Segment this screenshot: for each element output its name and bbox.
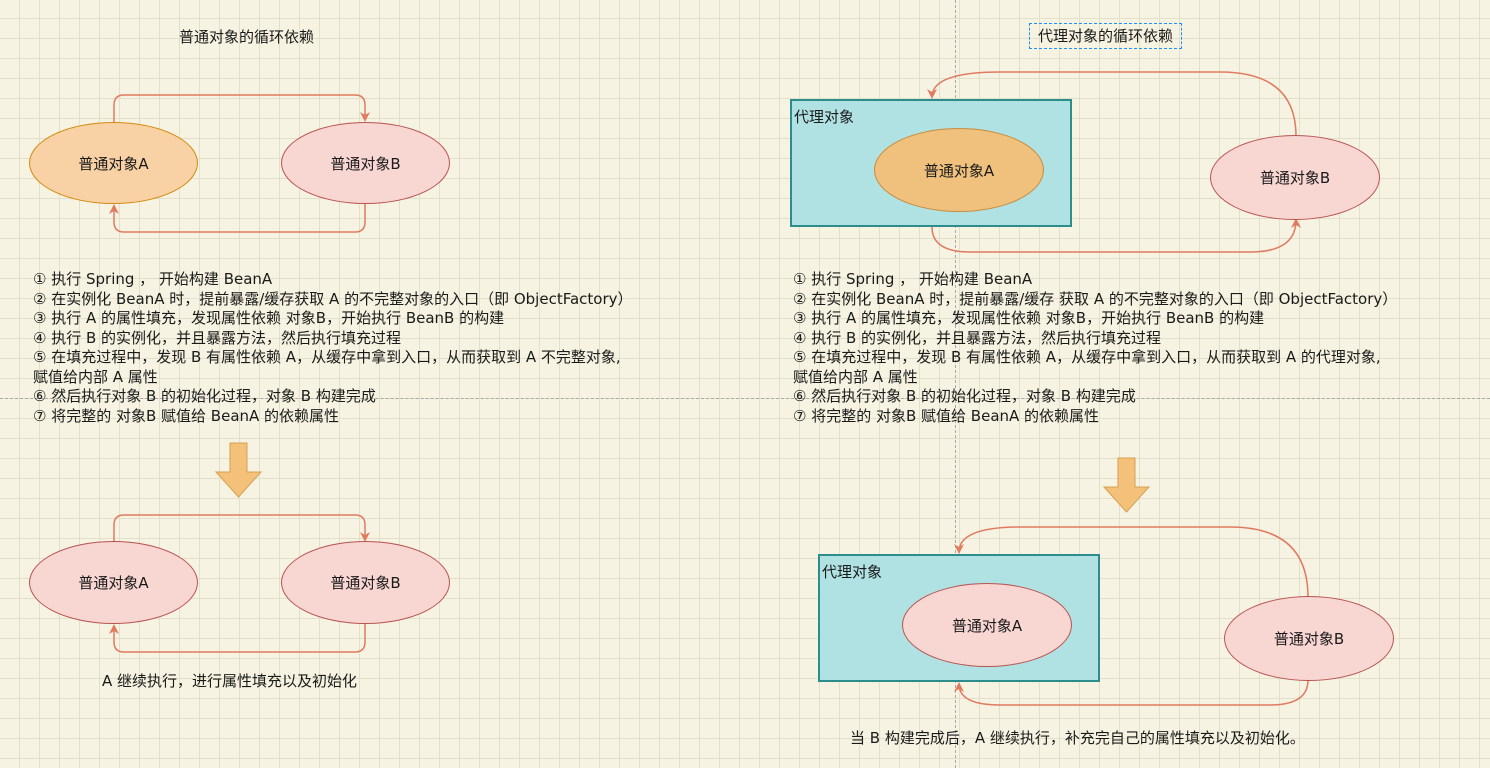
vertical-guide-line xyxy=(955,0,956,768)
left-steps-list: ① 执行 Spring ， 开始构建 BeanA ② 在实例化 BeanA 时，… xyxy=(33,270,633,426)
node-object-b[interactable]: 普通对象B xyxy=(1224,596,1394,681)
step-item: ⑦ 将完整的 对象B 赋值给 BeanA 的依赖属性 xyxy=(33,406,340,425)
step-item: 赋值给内部 A 属性 xyxy=(33,367,158,386)
node-label: 普通对象A xyxy=(78,154,149,173)
node-object-b[interactable]: 普通对象B xyxy=(281,122,450,204)
right-caption: 当 B 构建完成后，A 继续执行，补充完自己的属性填充以及初始化。 xyxy=(850,729,1305,747)
step-item: 赋值给内部 A 属性 xyxy=(793,367,918,386)
node-label: 普通对象B xyxy=(1259,169,1331,187)
node-label: 普通对象A xyxy=(923,161,995,180)
step-item: ③ 执行 A 的属性填充，发现属性依赖 对象B，开始执行 BeanB 的构建 xyxy=(793,309,1265,327)
arrow-b-to-a-bottom xyxy=(954,679,1309,706)
arrow-a-to-b xyxy=(113,94,370,123)
arrow-a-to-b xyxy=(113,514,370,542)
arrow-proxy-to-b xyxy=(931,218,1301,253)
node-object-a[interactable]: 普通对象A xyxy=(29,541,198,624)
node-label: 普通对象B xyxy=(330,154,401,173)
arrow-b-to-a xyxy=(109,623,366,653)
step-item: ⑥ 然后执行对象 B 的初始化过程，对象 B 构建完成 xyxy=(33,387,376,405)
step-item: ④ 执行 B 的实例化，并且暴露方法，然后执行填充过程 xyxy=(793,328,1162,347)
node-label: 普通对象B xyxy=(1273,630,1345,648)
step-item: ⑤ 在填充过程中，发现 B 有属性依赖 A，从缓存中拿到入口，从而获取到 A 不… xyxy=(33,348,621,366)
step-item: ① 执行 Spring ， 开始构建 BeanA xyxy=(33,270,273,288)
node-label: 普通对象A xyxy=(951,616,1023,635)
proxy-label: 代理对象 xyxy=(794,108,855,126)
proxy-label: 代理对象 xyxy=(822,563,883,581)
step-item: ① 执行 Spring ， 开始构建 BeanA xyxy=(793,270,1033,288)
arrow-b-to-a xyxy=(109,203,366,233)
down-arrow-left xyxy=(214,442,263,498)
down-arrow-right xyxy=(1102,457,1151,513)
arrow-b-to-proxy xyxy=(927,71,1297,137)
node-object-a[interactable]: 普通对象A xyxy=(874,128,1044,212)
step-item: ⑤ 在填充过程中，发现 B 有属性依赖 A，从缓存中拿到入口，从而获取到 A 的… xyxy=(793,348,1381,366)
right-title[interactable]: 代理对象的循环依赖 xyxy=(1029,23,1183,49)
node-label: 普通对象A xyxy=(78,574,149,592)
horizontal-guide-line xyxy=(0,398,1490,399)
left-title: 普通对象的循环依赖 xyxy=(179,28,315,46)
node-object-a[interactable]: 普通对象A xyxy=(902,583,1072,667)
step-item: ② 在实例化 BeanA 时，提前暴露/缓存获取 A 的不完整对象的入口（即 O… xyxy=(33,289,633,308)
node-label: 普通对象B xyxy=(330,574,401,592)
step-item: ③ 执行 A 的属性填充，发现属性依赖 对象B，开始执行 BeanB 的构建 xyxy=(33,309,505,327)
node-object-a[interactable]: 普通对象A xyxy=(29,122,198,204)
step-item: ⑦ 将完整的 对象B 赋值给 BeanA 的依赖属性 xyxy=(793,406,1100,425)
step-item: ② 在实例化 BeanA 时，提前暴露/缓存 获取 A 的不完整对象的入口（即 … xyxy=(793,289,1398,308)
step-item: ④ 执行 B 的实例化，并且暴露方法，然后执行填充过程 xyxy=(33,328,402,347)
right-steps-list: ① 执行 Spring ， 开始构建 BeanA ② 在实例化 BeanA 时，… xyxy=(793,270,1397,426)
node-object-b[interactable]: 普通对象B xyxy=(1210,135,1380,220)
node-object-b[interactable]: 普通对象B xyxy=(281,541,450,624)
left-caption: A 继续执行，进行属性填充以及初始化 xyxy=(102,672,358,690)
step-item: ⑥ 然后执行对象 B 的初始化过程，对象 B 构建完成 xyxy=(793,387,1136,405)
arrow-b-to-proxy xyxy=(954,526,1309,598)
